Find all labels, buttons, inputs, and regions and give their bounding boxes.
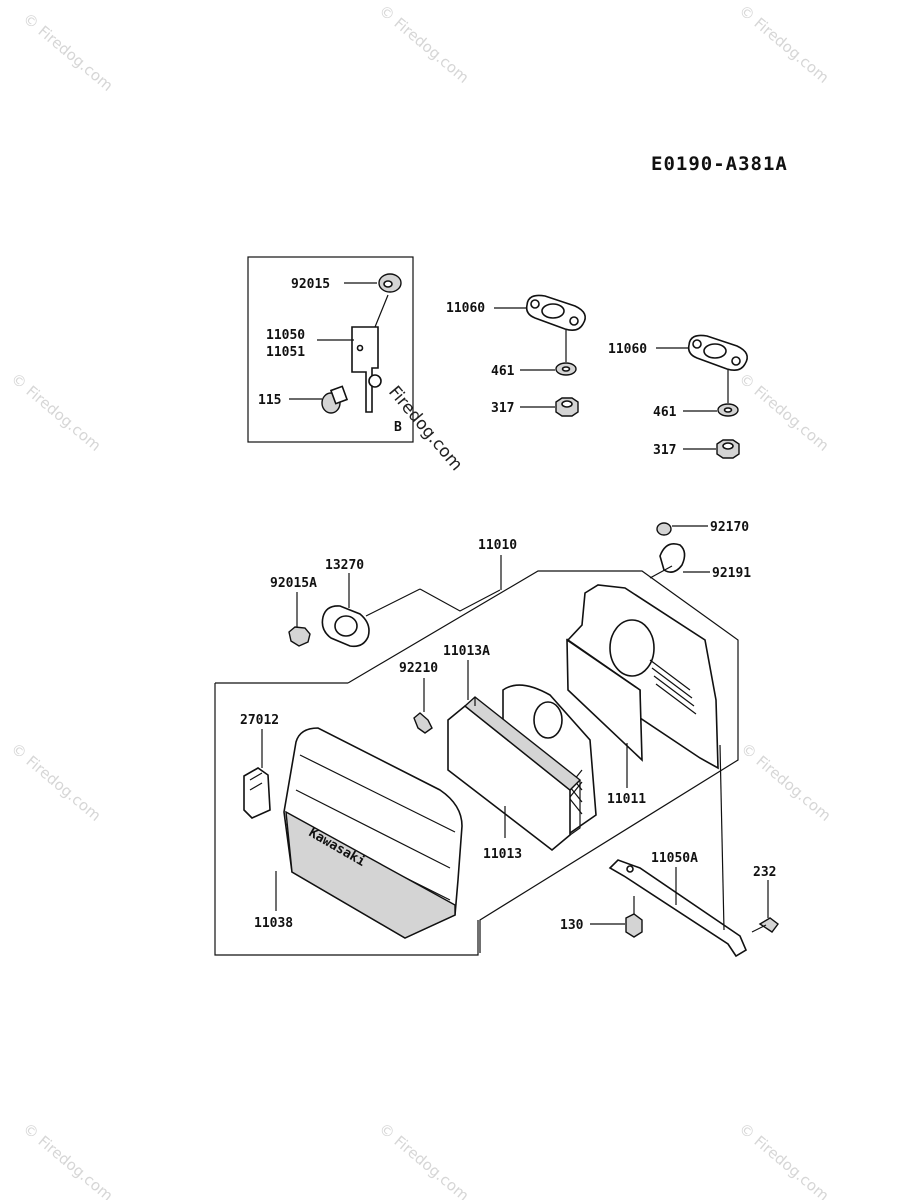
washer-461-b-hole [723, 407, 733, 413]
filter-element-11013-edge [474, 697, 581, 836]
label-461-b: 461 [653, 405, 677, 420]
housing-11011-port [609, 619, 655, 677]
label-11060-b: 11060 [608, 342, 647, 357]
bolt-232 [758, 917, 779, 933]
watermark-text: © Firedog.com [7, 739, 104, 824]
clip-92191 [659, 543, 686, 573]
watermark-text: © Firedog.com [375, 1119, 472, 1200]
nut-317-b-hole [722, 442, 734, 450]
gasket-hole [731, 356, 741, 366]
label-92170: 92170 [710, 520, 749, 535]
wingnut-92210 [413, 712, 433, 734]
bracket-11050 [351, 326, 379, 413]
assembly-boundary [347, 570, 739, 953]
watermark-text: © Firedog.com [19, 9, 116, 94]
gasket-hole [530, 299, 540, 309]
nut-92015A [288, 626, 311, 647]
screw-92170 [656, 522, 672, 536]
gasket-hole [569, 316, 579, 326]
label-11010: 11010 [478, 538, 517, 553]
bracket-hole [356, 344, 364, 352]
label-11013: 11013 [483, 847, 522, 862]
assembly-boundary-inner [419, 588, 501, 612]
label-317-a: 317 [491, 401, 514, 416]
leader-bracket-to-nut [374, 294, 389, 328]
clip-27012-detail [249, 772, 263, 791]
watermark-text: © Firedog.com [19, 1119, 116, 1200]
label-11050: 11050 [266, 328, 305, 343]
inset-marker-b: B [394, 420, 402, 435]
inset-breather-group: 92015 11050 11051 B 115 Firedog.com [247, 256, 466, 475]
label-461-a: 461 [491, 364, 515, 379]
bracket-link [719, 744, 725, 931]
label-11051: 11051 [266, 345, 305, 360]
label-317-b: 317 [653, 443, 676, 458]
label-92015: 92015 [291, 277, 330, 292]
diagram-code: E0190-A381A [651, 153, 788, 175]
label-232: 232 [753, 865, 776, 880]
watermark-layer: © Firedog.com © Firedog.com © Firedog.co… [7, 1, 834, 1200]
gasket-set-a: 11060 461 317 [446, 294, 586, 417]
gasket-13270-link [365, 588, 421, 617]
housing-11011 [567, 584, 719, 770]
air-cleaner-assembly: 11010 92170 92191 11011 11013A 11013 [214, 520, 779, 958]
gasket-bore [703, 343, 727, 359]
cover-subassembly-frame [214, 682, 479, 956]
label-11060-a: 11060 [446, 301, 485, 316]
bolt-232-shank [751, 924, 767, 933]
gasket-bore [541, 303, 565, 319]
label-11013A: 11013A [443, 644, 490, 659]
gasket-set-b: 11060 461 317 [608, 334, 748, 459]
label-92210: 92210 [399, 661, 438, 676]
cover-11038-band [285, 810, 456, 939]
label-92191: 92191 [712, 566, 751, 581]
washer-461-a-hole [561, 366, 571, 372]
nut-317-a-hole [561, 400, 573, 408]
clip-27012 [243, 767, 271, 819]
leader-clip-link [649, 565, 673, 579]
bolt-115-shank [329, 385, 349, 405]
watermark-text: © Firedog.com [735, 369, 832, 454]
watermark-text: © Firedog.com [735, 1, 832, 86]
nut-92015-hole [383, 280, 393, 288]
label-11011: 11011 [607, 792, 646, 807]
housing-11011-tray [566, 638, 643, 762]
precleaner-11013A-opening [533, 701, 563, 739]
label-11038: 11038 [254, 916, 293, 931]
gasket-13270-bore [334, 615, 358, 637]
marker-ring [368, 374, 382, 388]
label-115: 115 [258, 393, 281, 408]
bolt-130 [625, 913, 643, 938]
bracket-11050A-hole [626, 865, 634, 873]
watermark-text: © Firedog.com [735, 1119, 832, 1200]
watermark-text: © Firedog.com [737, 739, 834, 824]
bracket-11050A [608, 859, 748, 958]
label-130: 130 [560, 918, 584, 933]
gasket-hole [692, 339, 702, 349]
label-11050A: 11050A [651, 851, 698, 866]
inset-frame [247, 256, 414, 443]
watermark-text: © Firedog.com [375, 1, 472, 86]
housing-11011-ribs [649, 659, 697, 715]
label-27012: 27012 [240, 713, 279, 728]
label-13270: 13270 [325, 558, 364, 573]
watermark-text: © Firedog.com [7, 369, 104, 454]
label-92015A: 92015A [270, 576, 317, 591]
